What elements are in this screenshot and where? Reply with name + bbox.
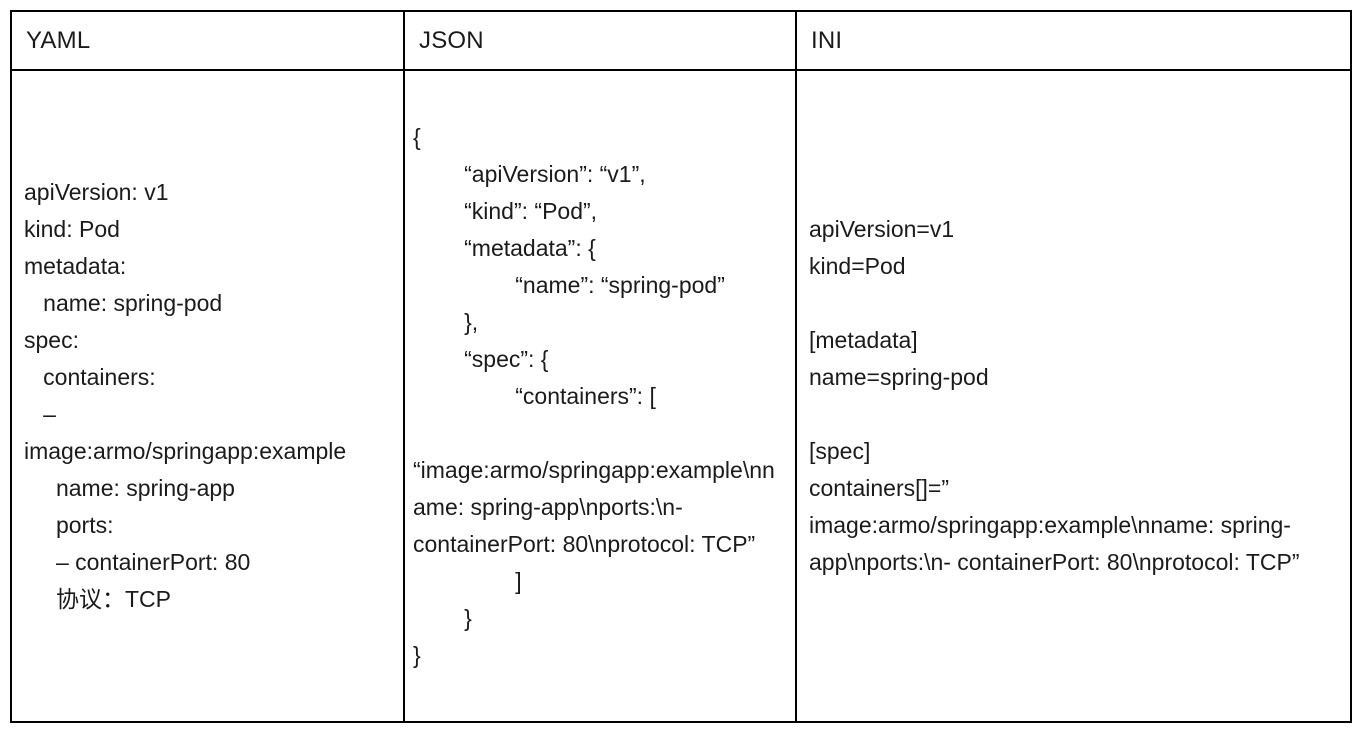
column-header-json: JSON [403, 10, 797, 71]
cell-json-snippet: { “apiVersion”: “v1”, “kind”: “Pod”, “me… [403, 69, 797, 723]
cell-yaml-snippet: apiVersion: v1 kind: Pod metadata: name:… [10, 69, 405, 723]
config-format-comparison-table: YAML JSON INI apiVersion: v1 kind: Pod m… [10, 10, 1352, 723]
cell-ini-snippet: apiVersion=v1 kind=Pod [metadata] name=s… [795, 69, 1352, 723]
column-header-ini: INI [795, 10, 1352, 71]
table-header-row: YAML JSON INI [10, 10, 1352, 71]
column-header-json-label: JSON [419, 26, 484, 54]
column-header-ini-label: INI [811, 26, 843, 54]
ini-code-snippet: apiVersion=v1 kind=Pod [metadata] name=s… [809, 216, 1300, 575]
yaml-code-snippet: apiVersion: v1 kind: Pod metadata: name:… [24, 179, 347, 612]
column-header-yaml: YAML [10, 10, 405, 71]
table-body-row: apiVersion: v1 kind: Pod metadata: name:… [10, 69, 1352, 723]
column-header-yaml-label: YAML [26, 26, 91, 54]
json-code-snippet: { “apiVersion”: “v1”, “kind”: “Pod”, “me… [413, 123, 775, 668]
